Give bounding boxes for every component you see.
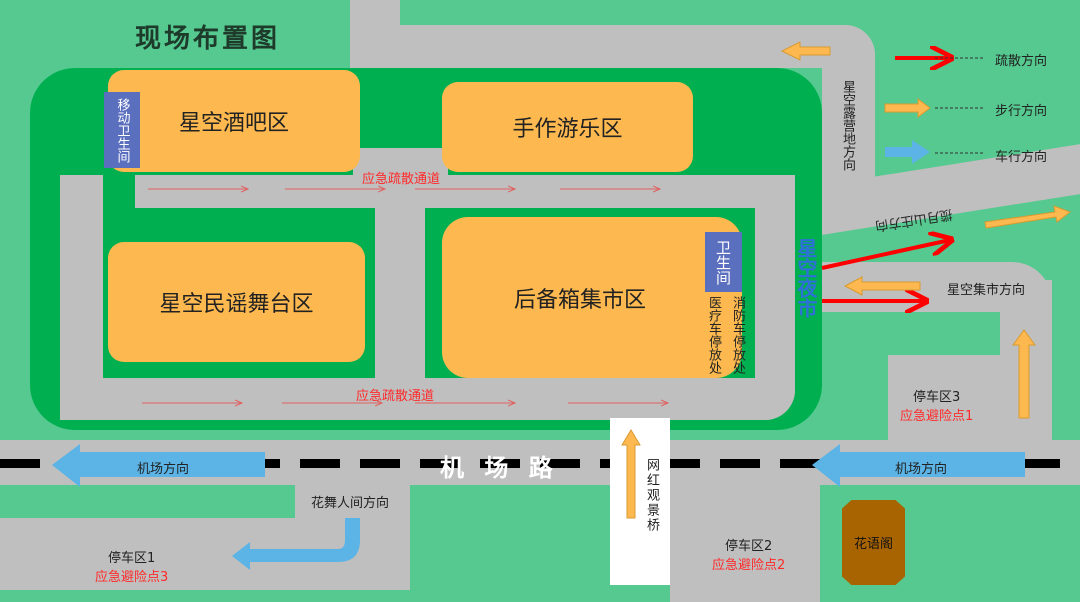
evac-thin-arrows	[142, 189, 668, 403]
road-name: 机 场 路	[440, 454, 559, 482]
direction-airport-left: 机场方向	[137, 462, 190, 477]
parking-3	[888, 355, 1000, 445]
walking-arrows	[621, 41, 1072, 519]
evac-road	[755, 175, 795, 420]
fire-parking: 消防车停放处	[730, 296, 745, 374]
legend-dashes	[935, 57, 985, 154]
parking-2-label: 停车区2 应急避险点2	[712, 535, 785, 573]
shelter-point: 应急避险点2	[712, 558, 786, 573]
evac-road	[353, 148, 448, 178]
restroom: 卫生间	[705, 232, 742, 292]
road-center-line	[0, 459, 1080, 468]
direction-flower: 花舞人间方向	[311, 496, 390, 511]
mobile-restroom: 移动卫生间	[104, 92, 140, 168]
direction-market: 星空集市方向	[947, 283, 1026, 298]
direction-camp: 星空露营地方向	[840, 80, 855, 171]
shelter-point: 应急避险点3	[95, 570, 169, 585]
evac-road	[60, 378, 795, 420]
legend-driving: 车行方向	[995, 150, 1048, 165]
zone-trunk-market: 后备箱集市区	[442, 217, 742, 378]
road	[822, 25, 875, 205]
shelter-point: 应急避险点1	[900, 409, 974, 424]
road	[350, 25, 875, 68]
venue-name: 星空夜市	[794, 238, 818, 318]
parking-name: 停车区3	[913, 390, 961, 405]
driving-arrows	[52, 140, 1025, 570]
parking-name: 停车区2	[725, 539, 773, 554]
parking-1-label: 停车区1 应急避险点3	[95, 547, 168, 585]
parking-name: 停车区1	[108, 551, 156, 566]
parking-3-label: 停车区3 应急避险点1	[900, 386, 973, 424]
legend-evacuation: 疏散方向	[995, 54, 1048, 69]
evac-road	[375, 175, 425, 385]
medical-parking: 医疗车停放处	[706, 296, 721, 374]
direction-airport-right: 机场方向	[895, 462, 948, 477]
zone-craft: 手作游乐区	[442, 82, 693, 172]
legend-walking: 步行方向	[995, 104, 1048, 119]
zone-folk-stage: 星空民谣舞台区	[108, 242, 365, 362]
bridge-label: 网红观景桥	[644, 458, 659, 533]
evac-channel-top: 应急疏散通道	[362, 172, 441, 187]
bridge	[610, 418, 670, 585]
parking-2	[670, 485, 820, 602]
page-title: 现场布置图	[135, 24, 281, 54]
pavilion: 花语阁	[842, 500, 905, 585]
zone-bar: 星空酒吧区	[108, 70, 360, 172]
